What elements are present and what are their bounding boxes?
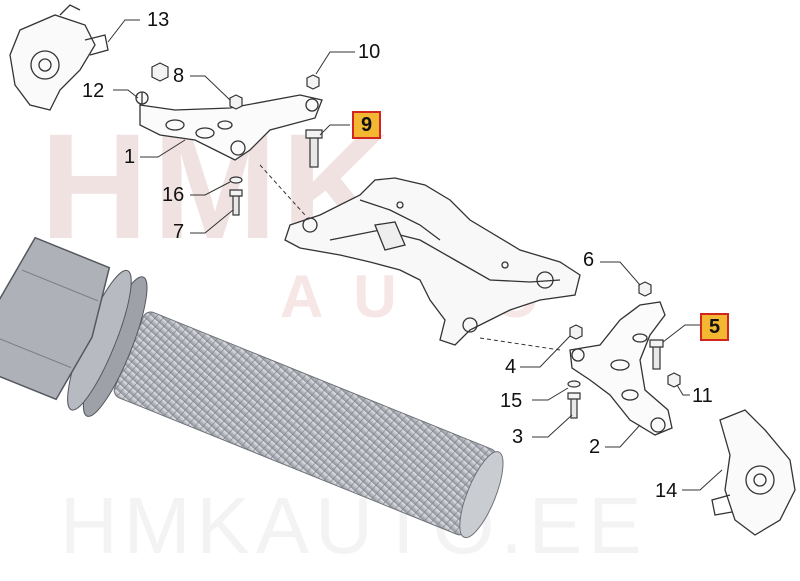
callout-12: 12 bbox=[82, 80, 105, 102]
steering-knuckle-right bbox=[711, 409, 796, 536]
callout-15: 15 bbox=[500, 390, 523, 412]
callout-3: 3 bbox=[512, 426, 524, 448]
steering-knuckle-left bbox=[9, 4, 109, 111]
callout-6: 6 bbox=[583, 249, 595, 271]
callout-14: 14 bbox=[655, 480, 678, 502]
fasteners-upper bbox=[151, 62, 323, 216]
bolt-photo bbox=[0, 236, 504, 539]
watermark-site: HMKAUTO.EE bbox=[60, 481, 648, 570]
leader-lines bbox=[107, 19, 723, 491]
nut-6-icon bbox=[638, 281, 652, 297]
callout-8: 8 bbox=[173, 65, 185, 87]
callout-16: 16 bbox=[162, 184, 185, 206]
callout-10: 10 bbox=[358, 41, 381, 63]
nut-11-icon bbox=[667, 372, 681, 388]
callout-1: 1 bbox=[124, 146, 136, 168]
callout-4: 4 bbox=[505, 356, 517, 378]
callout-13: 13 bbox=[147, 9, 170, 31]
callout-2: 2 bbox=[589, 436, 601, 458]
subframe bbox=[284, 177, 581, 346]
callout-5: 5 bbox=[700, 313, 730, 341]
control-arm-right bbox=[569, 301, 673, 436]
callout-7: 7 bbox=[173, 221, 185, 243]
callout-11: 11 bbox=[692, 385, 713, 407]
nut-10-icon bbox=[306, 74, 320, 90]
fasteners-lower bbox=[567, 281, 681, 419]
callout-9: 9 bbox=[352, 111, 382, 139]
nut-8-icon bbox=[229, 94, 243, 110]
nut-12-icon bbox=[151, 62, 169, 82]
control-arm-left bbox=[135, 91, 323, 161]
nut-4-icon bbox=[569, 324, 583, 340]
